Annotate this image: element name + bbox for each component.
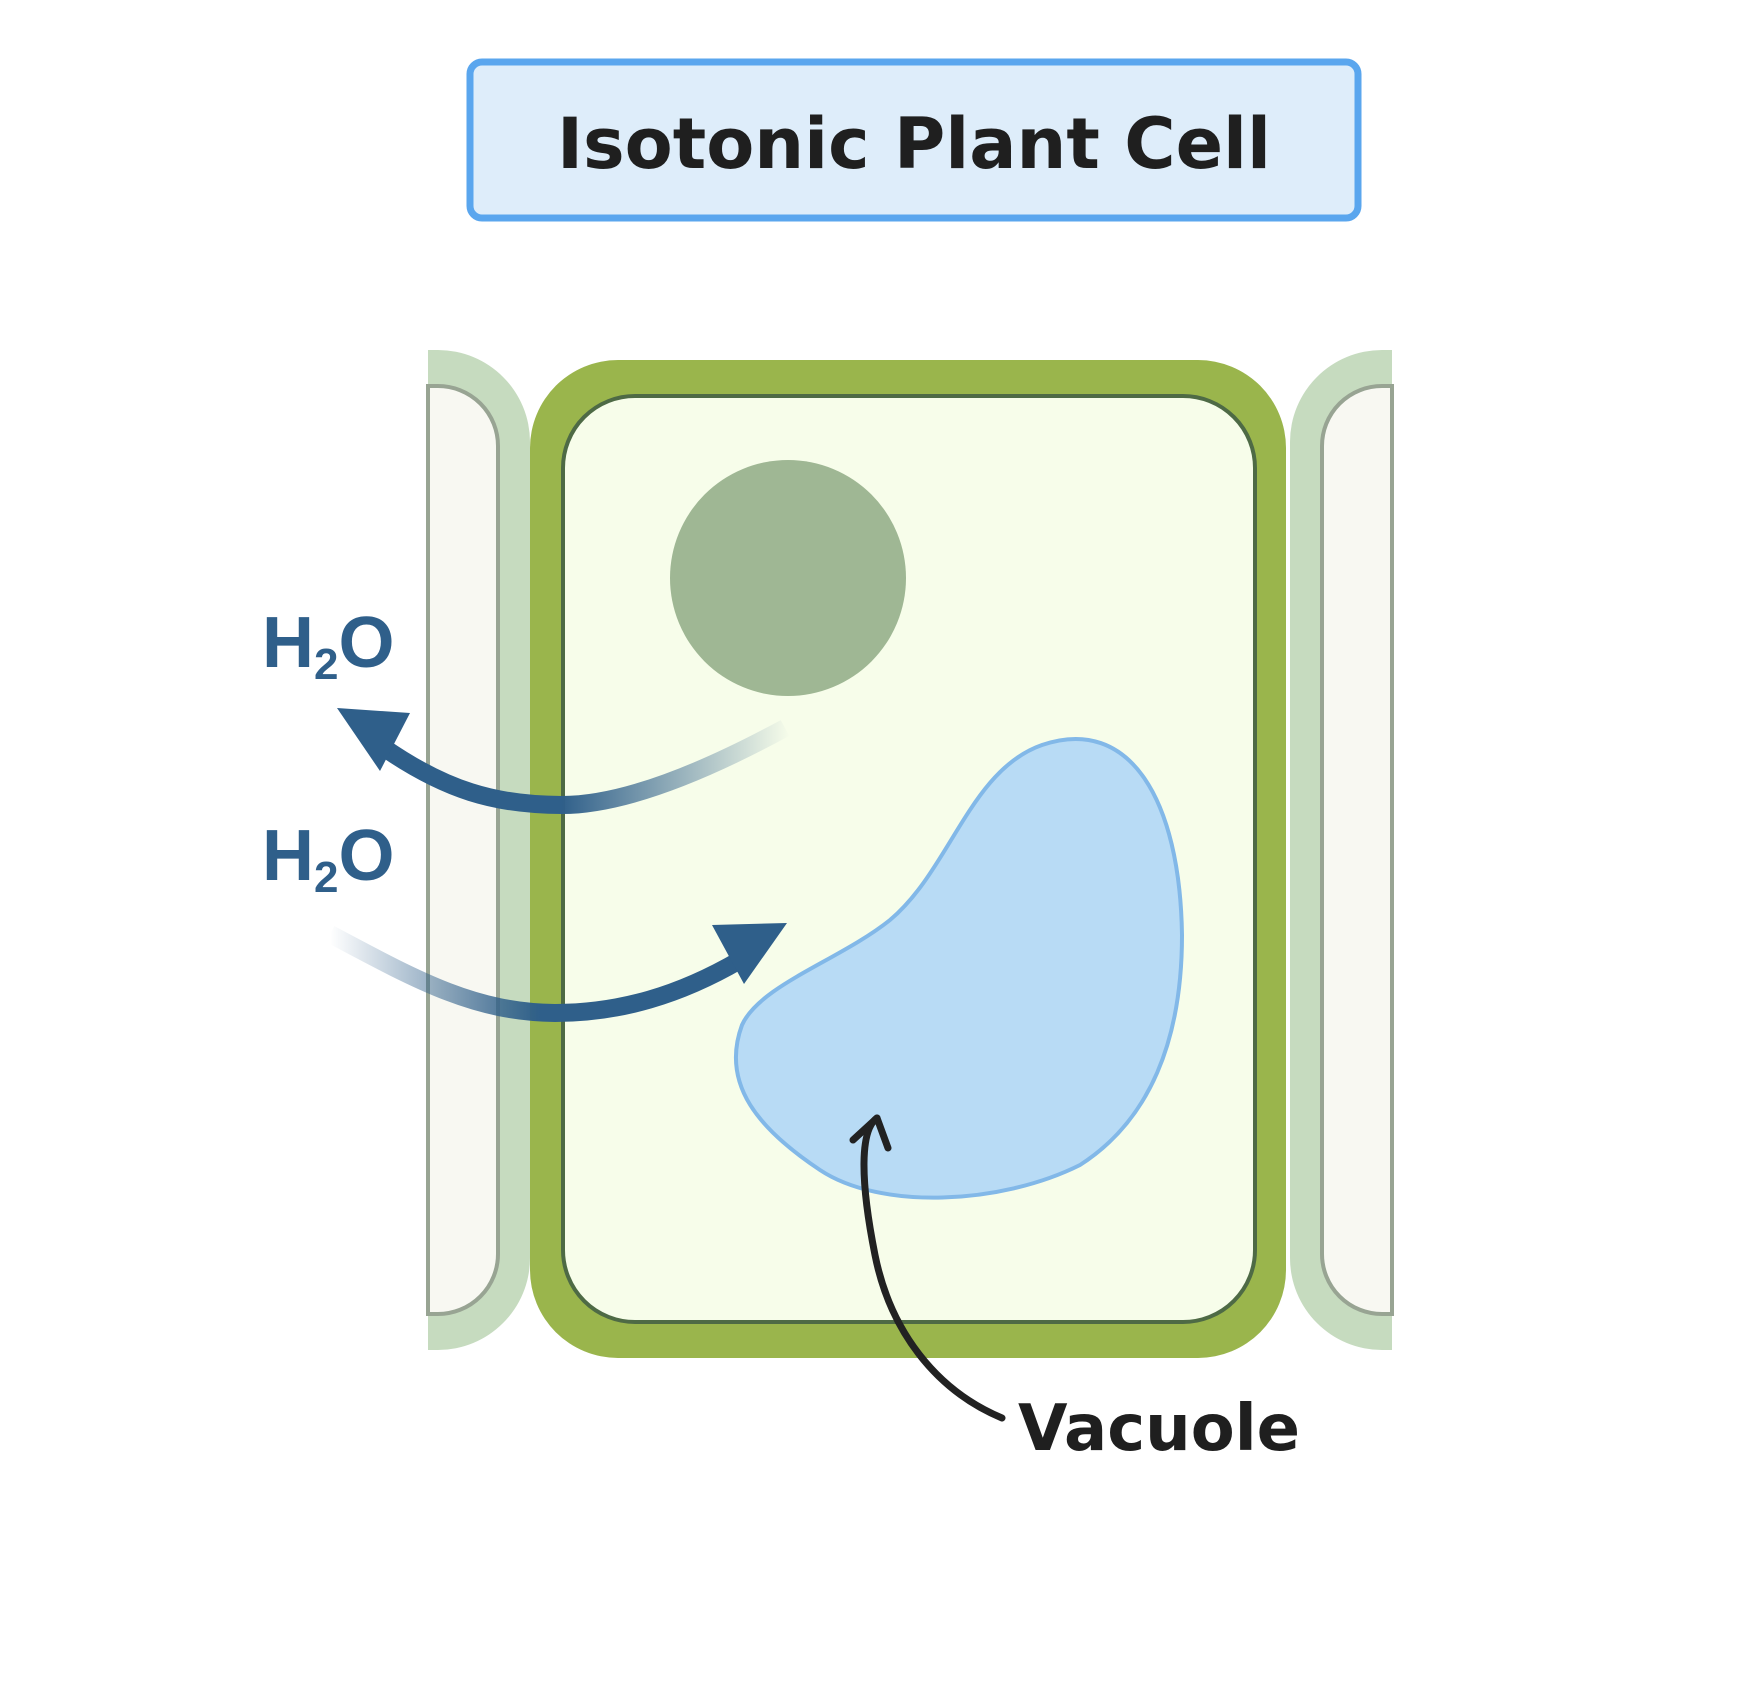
vacuole (733, 737, 1185, 1200)
left-neighbor-cell (426, 350, 530, 1350)
water-label-in-o: O (338, 816, 394, 896)
water-in-arrow (325, 923, 787, 1023)
water-label-out-h: H (262, 603, 314, 683)
title-box (466, 58, 1362, 222)
water-label-out: H2O (262, 603, 395, 689)
water-label-in-h: H (262, 816, 314, 896)
water-label-in: H2O (262, 816, 395, 902)
vacuole-pointer-arrow (849, 1114, 1006, 1422)
water-label-in-subscript: 2 (314, 853, 338, 902)
right-neighbor-cell (1290, 350, 1394, 1350)
vacuole-label: Vacuole (1018, 1392, 1300, 1466)
water-out-arrow (337, 708, 790, 815)
water-label-out-o: O (338, 603, 394, 683)
diagram-title: Isotonic Plant Cell (557, 103, 1271, 185)
nucleus (670, 460, 906, 696)
water-label-out-subscript: 2 (314, 640, 338, 689)
